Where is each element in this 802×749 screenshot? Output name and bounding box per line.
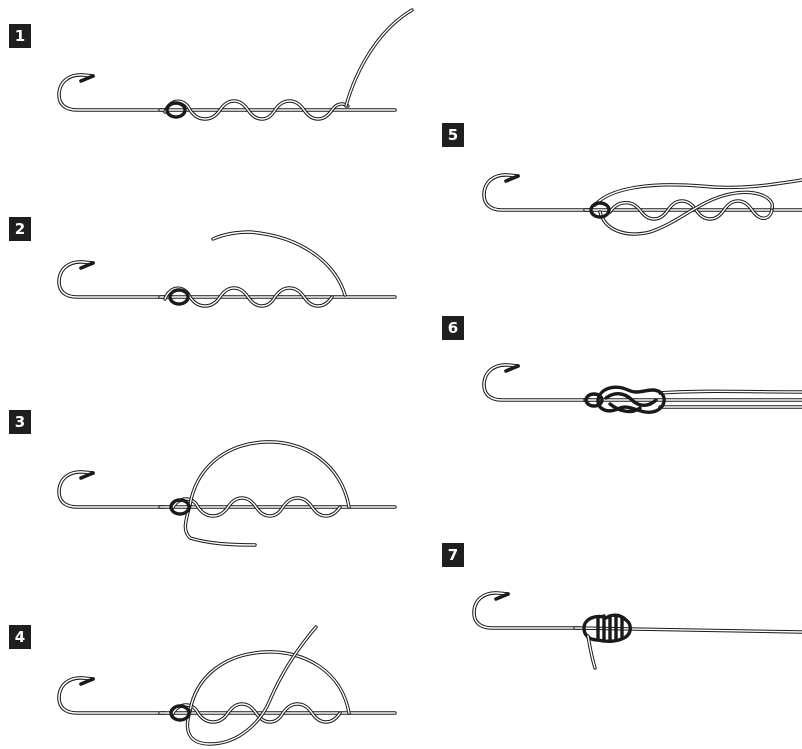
hook-icon [484,175,590,210]
hook-icon [59,75,165,110]
step-1-illustration [59,10,412,119]
hook-icon [59,472,165,507]
hook-icon [59,262,165,297]
hook-icon [484,365,590,400]
step-2-illustration [59,232,395,306]
step-3-illustration [59,442,395,545]
step-6-illustration [484,365,802,412]
hook-icon [59,678,165,713]
step-7-illustration [474,593,802,668]
step-4-illustration [59,627,395,744]
hook-icon [474,593,580,628]
step-5-illustration [484,175,802,234]
